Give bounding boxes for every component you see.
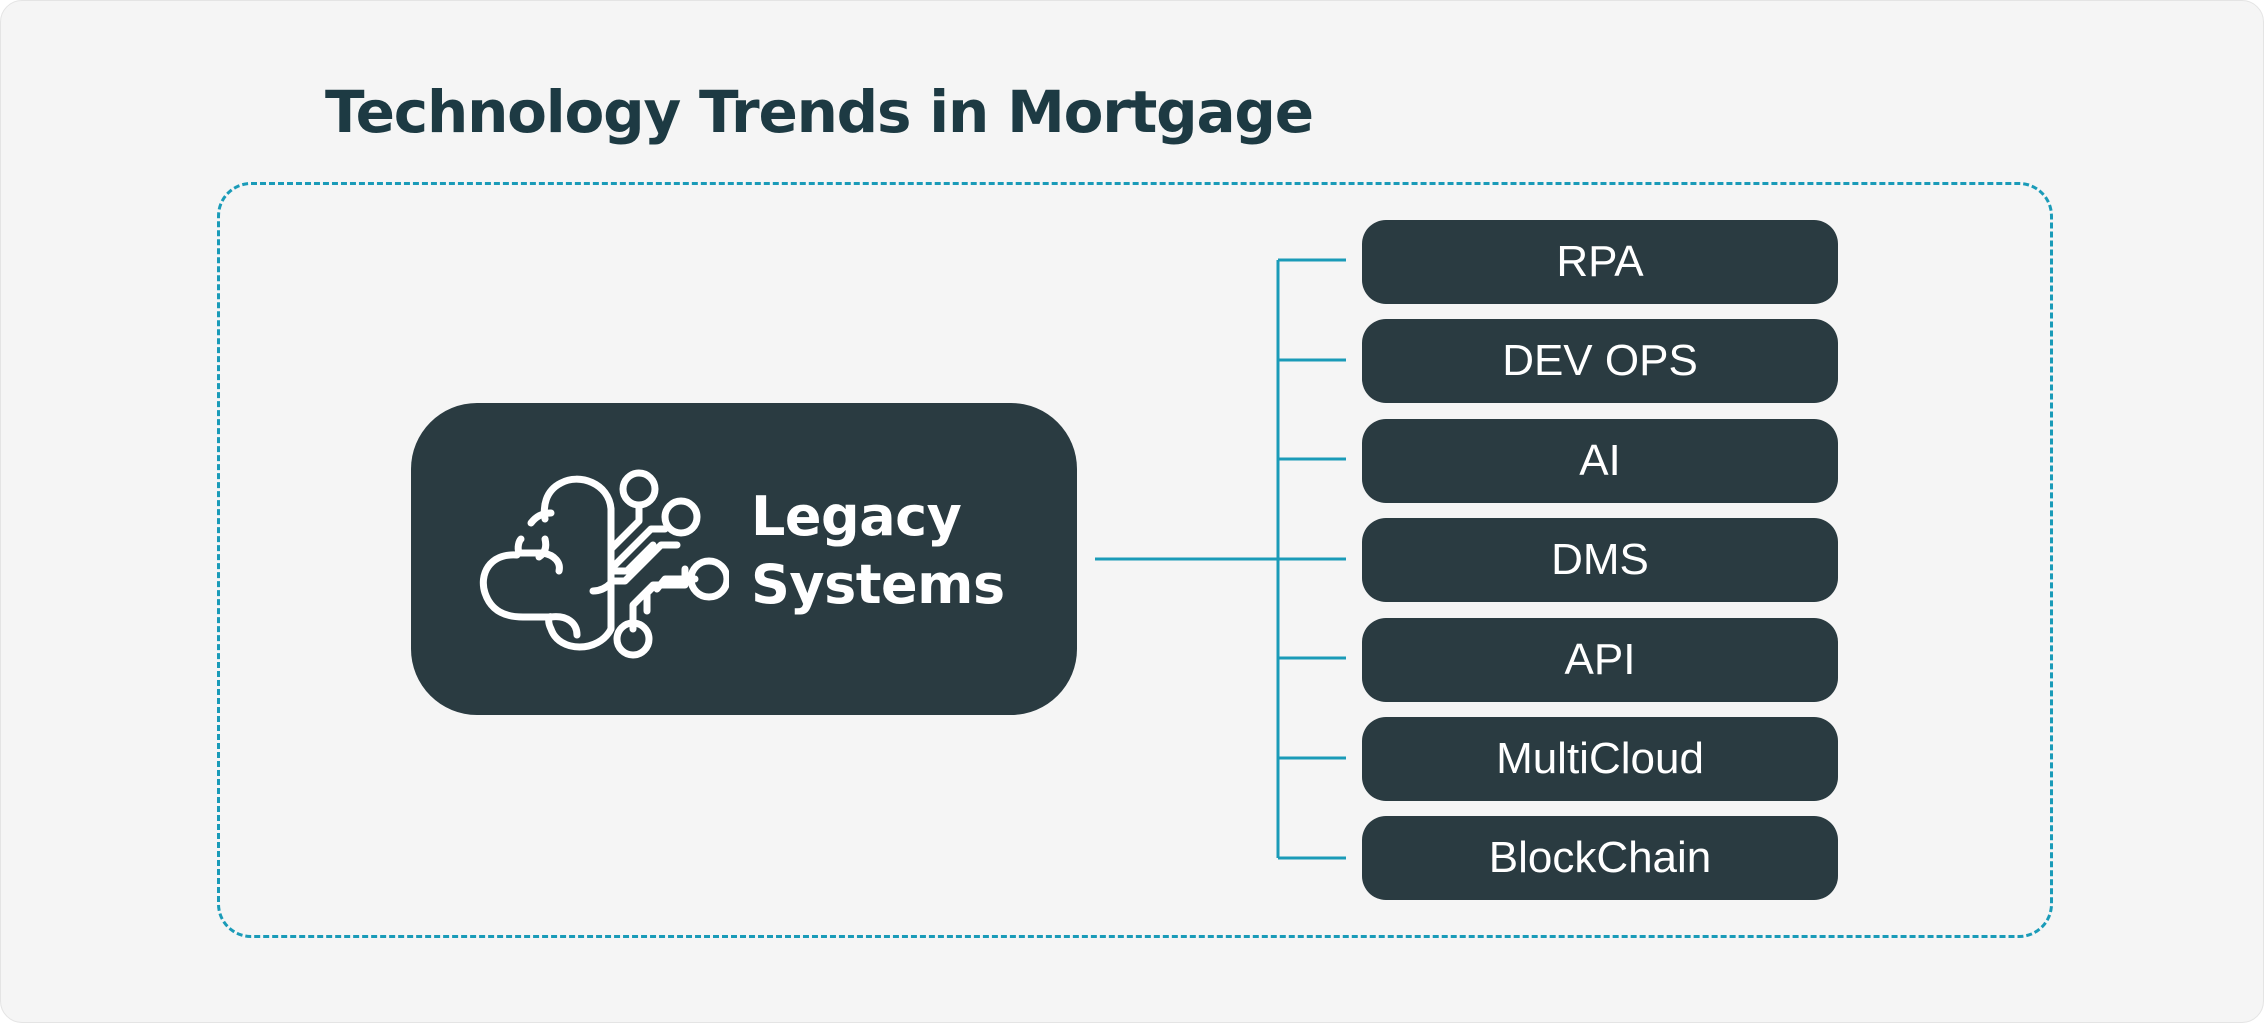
dashed-frame	[217, 182, 2053, 938]
trend-item-multicloud: MultiCloud	[1362, 717, 1838, 801]
diagram-title: Technology Trends in Mortgage	[325, 78, 1314, 146]
trend-item-api: API	[1362, 618, 1838, 702]
brain-circuit-icon	[479, 469, 729, 659]
label-line: Legacy	[751, 485, 962, 548]
label-line: Systems	[751, 553, 1005, 616]
trend-item-ai: AI	[1362, 419, 1838, 503]
legacy-systems-node: Legacy Systems	[411, 403, 1077, 715]
legacy-systems-label: Legacy Systems	[751, 483, 1051, 619]
trend-item-dms: DMS	[1362, 518, 1838, 602]
trend-item-rpa: RPA	[1362, 220, 1838, 304]
trend-item-blockchain: BlockChain	[1362, 816, 1838, 900]
trend-item-dev-ops: DEV OPS	[1362, 319, 1838, 403]
